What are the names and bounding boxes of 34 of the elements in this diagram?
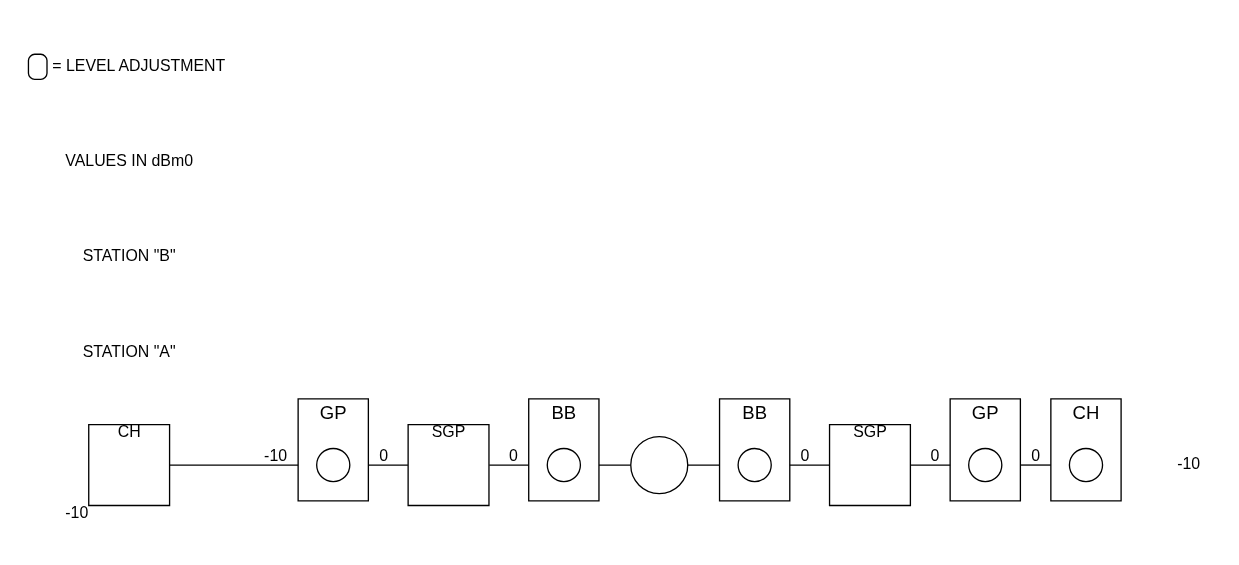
legend-label: = LEVEL ADJUSTMENT	[52, 56, 226, 74]
label: VALUES IN dBm0	[65, 151, 194, 169]
cluster: GP	[949, 398, 1022, 502]
edge-label: 0	[509, 446, 518, 464]
node-circle	[968, 447, 1003, 483]
node-circle	[1068, 447, 1104, 483]
label: STATION "A"	[82, 342, 176, 360]
connector	[1019, 464, 1052, 466]
connector	[367, 464, 409, 466]
cluster: BB	[718, 398, 791, 502]
node-label: -10	[65, 504, 89, 522]
edge-label: 0	[379, 446, 389, 464]
connector	[789, 464, 830, 466]
cluster: CH	[1050, 398, 1122, 502]
node-label: -10	[1177, 455, 1201, 473]
node-circle	[546, 447, 582, 483]
label: STATION "B"	[82, 247, 176, 265]
node-box: CH	[88, 423, 171, 507]
connector	[598, 464, 632, 466]
node-box: SGP	[828, 423, 912, 507]
edge-label: 0	[930, 446, 940, 464]
cluster: BB	[528, 398, 600, 502]
node-circle	[630, 435, 689, 495]
node-circle	[737, 447, 772, 483]
edge-label: 0	[1031, 446, 1041, 464]
edge-label: -10	[264, 446, 288, 464]
edge-label: 0	[800, 446, 810, 464]
node-box: SGP	[407, 423, 490, 507]
connector	[169, 464, 299, 466]
connector	[910, 464, 951, 466]
node-circle	[316, 447, 351, 483]
cluster: GP	[297, 398, 370, 502]
connector	[488, 464, 530, 466]
connector	[687, 464, 721, 466]
